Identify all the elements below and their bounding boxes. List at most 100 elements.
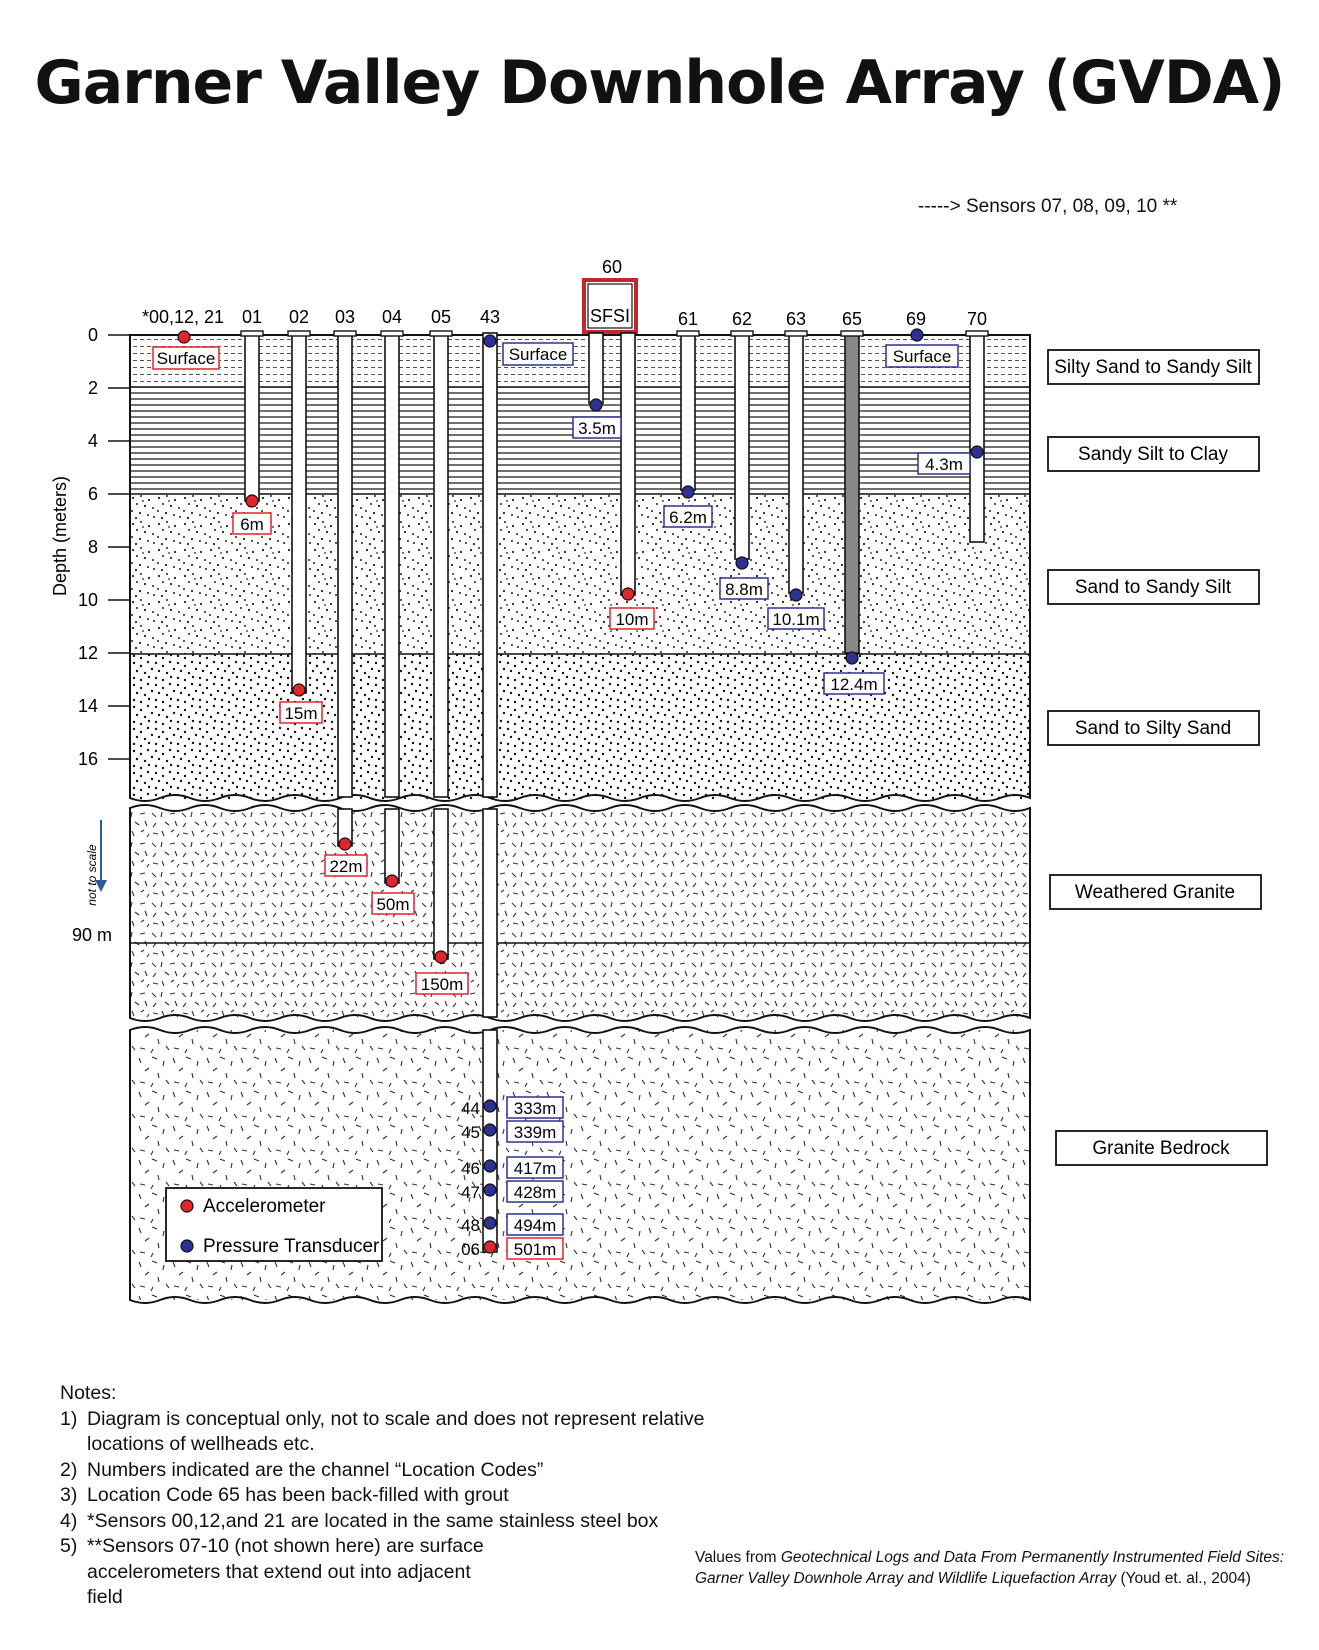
- lower-section-outline: [129, 1026, 1031, 1304]
- code-00-12-21: *00,12, 21: [142, 307, 224, 327]
- sensor-63: [789, 588, 803, 602]
- svg-text:Surface: Surface: [893, 347, 952, 366]
- layer-label-silty-sand: Silty Sand to Sandy Silt: [1047, 349, 1260, 385]
- label-surface-69: Surface: [885, 344, 959, 368]
- layer-label-granite-bedrock: Granite Bedrock: [1055, 1130, 1268, 1166]
- axis-tick-label: 10: [78, 590, 98, 610]
- layer-label-sand-sandy-silt: Sand to Sandy Silt: [1047, 569, 1260, 605]
- code-04: 04: [382, 307, 402, 327]
- axis-tick-label: 6: [88, 484, 98, 504]
- code-47: 47: [461, 1183, 480, 1202]
- sensor-61: [681, 485, 695, 499]
- svg-text:Granite Bedrock: Granite Bedrock: [1092, 1138, 1230, 1159]
- sfsi-label: SFSI: [590, 306, 630, 326]
- code-69: 69: [906, 309, 926, 329]
- svg-text:150m: 150m: [421, 975, 464, 994]
- upper-section-outline: [129, 334, 1031, 802]
- arrow-down-icon: [95, 880, 107, 892]
- not-to-scale-label: not to scale: [85, 844, 99, 906]
- svg-text:Sand to Sandy Silt: Sand to Sandy Silt: [1075, 577, 1232, 598]
- code-60: 60: [602, 257, 622, 277]
- svg-text:339m: 339m: [514, 1123, 557, 1142]
- svg-text:333m: 333m: [514, 1099, 557, 1118]
- casing-62: [734, 332, 750, 560]
- code-70: 70: [967, 309, 987, 329]
- notes-heading: Notes:: [60, 1382, 117, 1404]
- casing-04: [384, 332, 400, 798]
- casing-10m: [620, 332, 636, 596]
- legend: Accelerometer Pressure Transducer: [165, 1187, 383, 1262]
- label-22m: 22m: [324, 854, 368, 877]
- axis-tick-label: 4: [88, 431, 98, 451]
- svg-text:417m: 417m: [514, 1159, 557, 1178]
- sfsi-structure: [582, 278, 638, 334]
- middle-section-outline: [129, 804, 1031, 1022]
- layer-label-sand-silty-sand: Sand to Silty Sand: [1047, 710, 1260, 746]
- legend-accelerometer: Accelerometer: [203, 1196, 326, 1217]
- casing-03: [337, 332, 353, 798]
- svg-text:4.3m: 4.3m: [925, 455, 963, 474]
- axis-tick-label: 2: [88, 378, 98, 398]
- svg-text:494m: 494m: [514, 1216, 557, 1235]
- note-item: 4)*Sensors 00,12,and 21 are located in t…: [60, 1509, 659, 1532]
- label-8.8m: 8.8m: [719, 577, 769, 600]
- svg-text:Sandy Silt to Clay: Sandy Silt to Clay: [1078, 444, 1228, 465]
- axis-tick-label: 12: [78, 643, 98, 663]
- sensor-65: [845, 651, 859, 665]
- axis-tick-label: 14: [78, 696, 98, 716]
- svg-text:12.4m: 12.4m: [830, 675, 877, 694]
- casing-05: [433, 332, 449, 798]
- label-surface-43: Surface: [502, 342, 574, 366]
- layer-sand-silty-sand: [130, 654, 1030, 800]
- label-333m: 333m: [506, 1096, 564, 1119]
- casing-65-grouted: [844, 332, 860, 654]
- axis-tick-label: 16: [78, 749, 98, 769]
- sensor-02: [292, 683, 306, 697]
- code-61: 61: [678, 309, 698, 329]
- code-06: 06: [461, 1240, 480, 1259]
- casing-02: [291, 332, 307, 694]
- svg-text:Surface: Surface: [509, 345, 568, 364]
- label-50m: 50m: [371, 892, 415, 915]
- svg-text:Silty Sand to Sandy Silt: Silty Sand to Sandy Silt: [1054, 357, 1252, 378]
- svg-text:6.2m: 6.2m: [669, 508, 707, 527]
- note-item: 1)Diagram is conceptual only, not to sca…: [60, 1407, 705, 1456]
- svg-text:3.5m: 3.5m: [578, 419, 616, 438]
- svg-text:10.1m: 10.1m: [772, 610, 819, 629]
- label-surface-00: Surface: [152, 346, 220, 370]
- code-46: 46: [461, 1159, 480, 1178]
- deep-label: 90 m: [72, 925, 112, 945]
- label-6m: 6m: [232, 512, 272, 535]
- sensor-03: [338, 837, 352, 851]
- note-item: 5)**Sensors 07-10 (not shown here) are s…: [60, 1535, 484, 1608]
- svg-text:50m: 50m: [376, 895, 409, 914]
- code-03: 03: [335, 307, 355, 327]
- source-credit: Values from Geotechnical Logs and Data F…: [695, 1549, 1284, 1587]
- sensor-45: [483, 1123, 497, 1137]
- sensor-10m: [621, 587, 635, 601]
- sensor-47: [483, 1183, 497, 1197]
- label-417m: 417m: [506, 1156, 564, 1179]
- page-title: Garner Valley Downhole Array (GVDA): [34, 48, 1286, 118]
- note-item: 3)Location Code 65 has been back-filled …: [60, 1484, 509, 1506]
- code-63: 63: [786, 309, 806, 329]
- label-15m: 15m: [279, 701, 323, 724]
- code-05: 05: [431, 307, 451, 327]
- svg-text:Sand to Silty Sand: Sand to Silty Sand: [1075, 718, 1231, 739]
- layer-label-weathered-granite: Weathered Granite: [1049, 874, 1262, 910]
- sensor-04: [385, 874, 399, 888]
- sensor-44: [483, 1099, 497, 1113]
- notes: Notes: 1)Diagram is conceptual only, not…: [60, 1381, 727, 1611]
- svg-text:6m: 6m: [240, 515, 264, 534]
- label-494m: 494m: [506, 1213, 564, 1236]
- svg-text:15m: 15m: [284, 704, 317, 723]
- label-150m: 150m: [415, 972, 469, 995]
- sensor-00-12-21: [177, 330, 191, 344]
- layer-sand-sandy-silt: [130, 494, 1030, 654]
- sensor-43: [483, 334, 497, 348]
- sensor-48: [483, 1216, 497, 1230]
- legend-pressure-transducer: Pressure Transducer: [203, 1236, 380, 1257]
- sensor-05: [434, 950, 448, 964]
